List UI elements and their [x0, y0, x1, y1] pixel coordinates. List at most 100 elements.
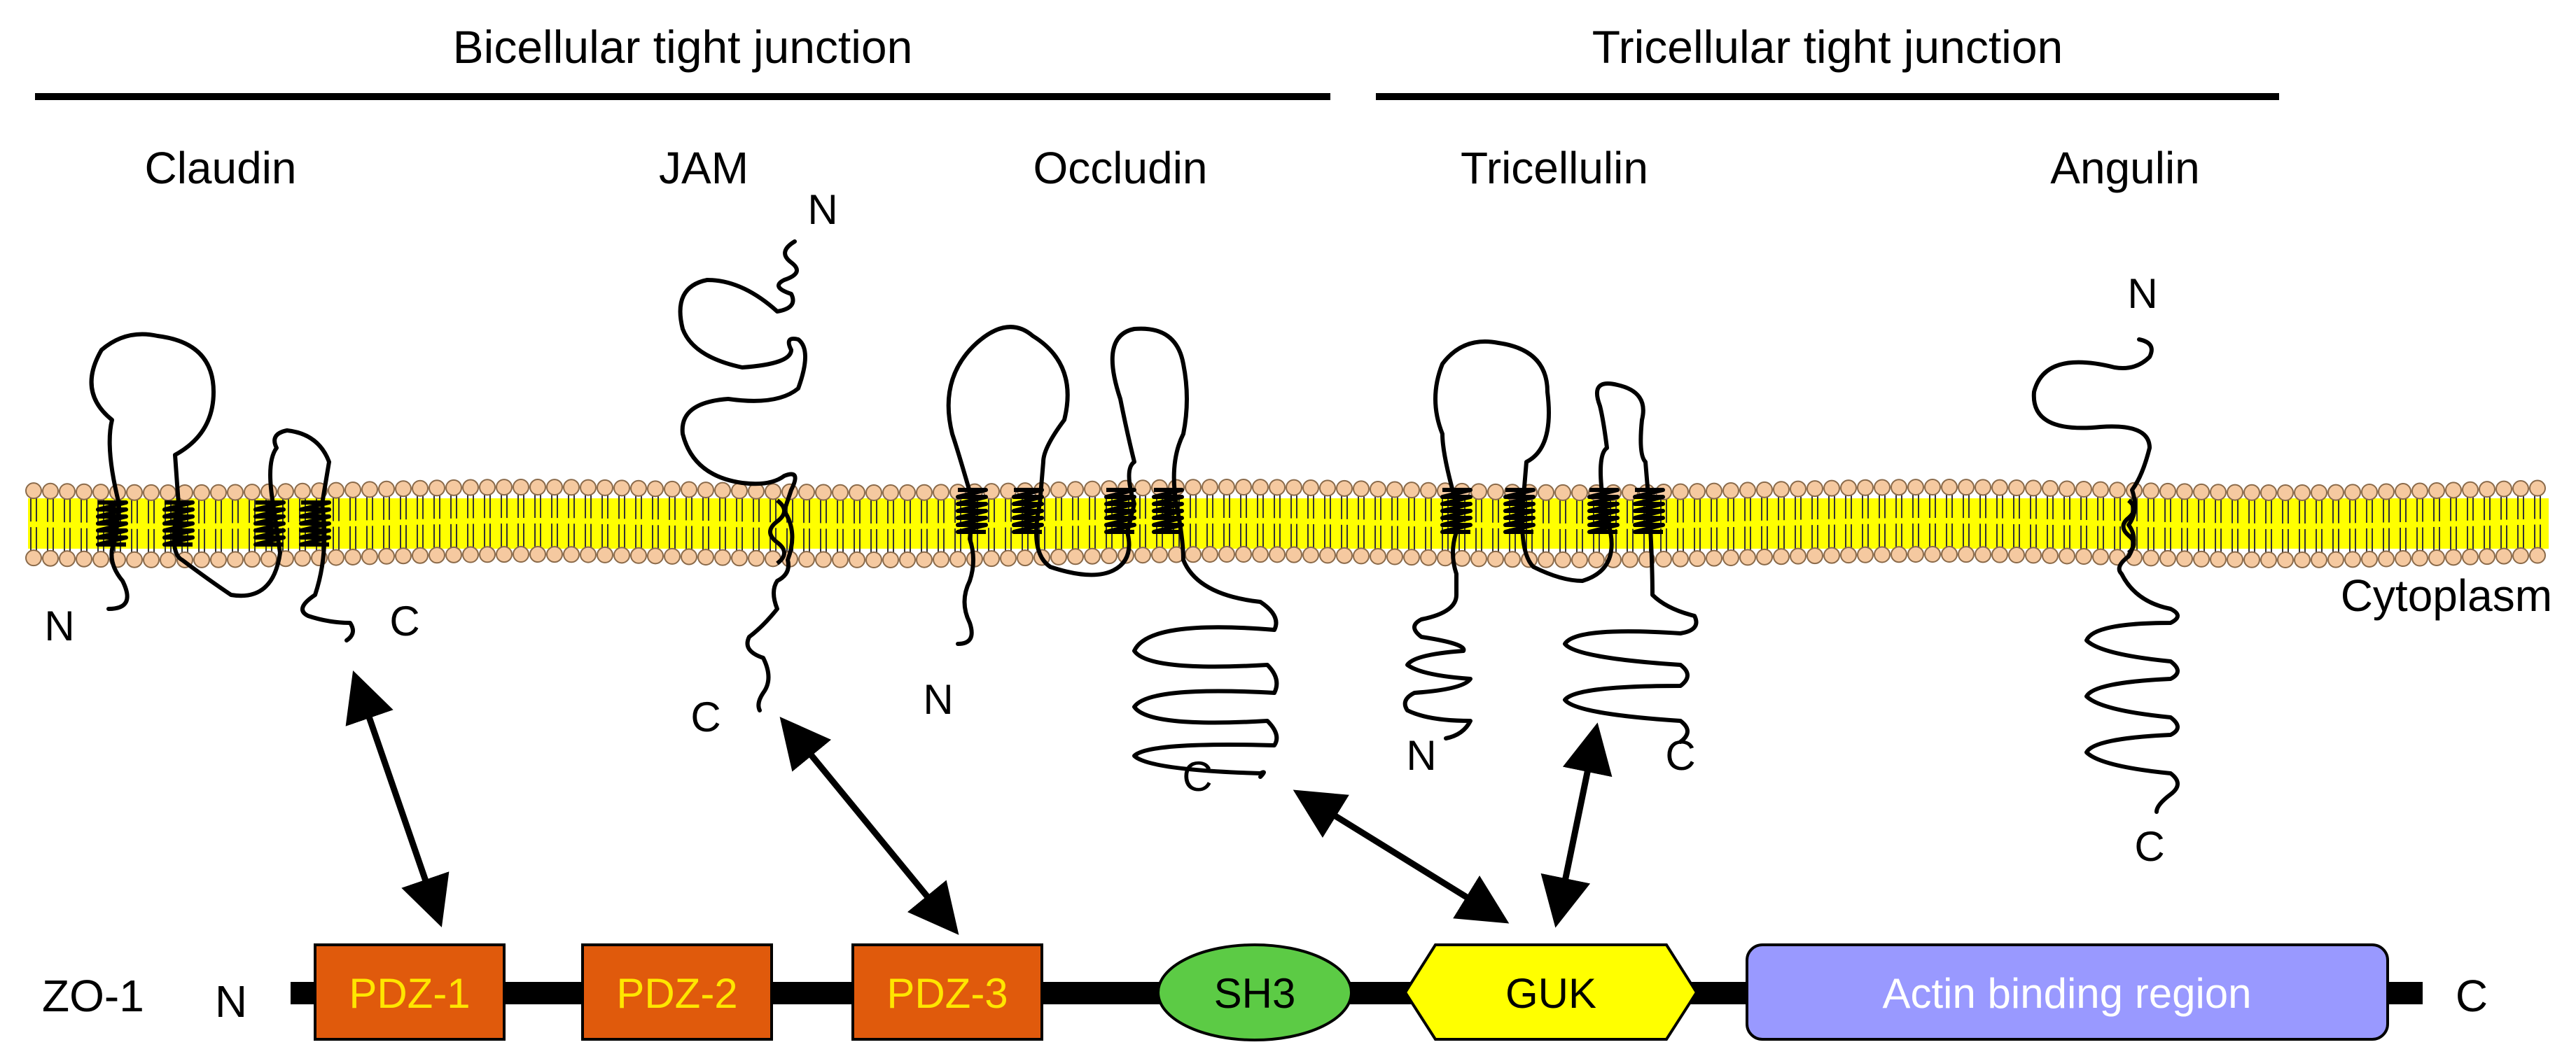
lipid-head — [916, 551, 933, 568]
lipid-head — [2260, 551, 2277, 568]
lipid-head — [1134, 479, 1151, 497]
lipid-head — [76, 483, 92, 500]
tricellulin-c-terminal: C — [1665, 732, 1695, 779]
lipid-head — [2395, 483, 2411, 500]
lipid-head — [143, 484, 160, 501]
lipid-head — [344, 548, 361, 565]
lipid-head — [42, 549, 59, 567]
lipid-head — [1252, 546, 1269, 563]
lipid-head — [1202, 479, 1218, 496]
lipid-head — [227, 484, 244, 501]
lipid-head — [748, 549, 765, 567]
lipid-head — [42, 482, 59, 500]
lipid-head — [2411, 482, 2428, 500]
lipid-head — [2445, 482, 2462, 499]
guk-label: GUK — [1505, 970, 1596, 1017]
lipid-head — [1874, 546, 1891, 563]
lipid-head — [76, 550, 92, 568]
lipid-head — [580, 479, 597, 496]
lipid-head — [697, 482, 714, 499]
occludin-n-terminal: N — [923, 676, 953, 723]
lipid-head — [25, 549, 42, 567]
lipid-head — [1218, 479, 1235, 496]
lipid-head — [1958, 479, 1975, 496]
lipid-head — [412, 479, 429, 497]
lipid-head — [1470, 483, 1487, 500]
claudin-n-terminal: N — [44, 603, 74, 649]
lipid-head — [2059, 547, 2075, 565]
lipid-head — [546, 546, 563, 563]
lipid-head — [916, 484, 933, 501]
lipid-head — [613, 547, 630, 564]
lipid-head — [563, 546, 580, 563]
lipid-head — [328, 482, 344, 499]
lipid-head — [1487, 550, 1504, 568]
lipid-head — [647, 480, 664, 498]
lipid-head — [1134, 547, 1151, 564]
lipid-head — [1672, 550, 1689, 568]
lipid-head — [832, 484, 849, 501]
lipid-head — [2008, 546, 2025, 563]
lipid-head — [1722, 482, 1739, 500]
lipid-head — [597, 479, 613, 496]
lipid-head — [2075, 548, 2092, 565]
cytoplasm-label: Cytoplasm — [2341, 570, 2552, 621]
lipid-head — [59, 550, 76, 568]
lipid-head — [244, 551, 260, 568]
lipid-head — [1050, 548, 1067, 565]
lipid-head — [1874, 479, 1891, 496]
tricellulin-label: Tricellulin — [1461, 143, 1648, 193]
lipid-head — [429, 479, 445, 497]
lipid-head — [2193, 483, 2210, 500]
lipid-head — [1319, 547, 1336, 564]
lipid-head — [92, 484, 109, 501]
lipid-head — [2025, 547, 2042, 564]
lipid-head — [2445, 549, 2462, 566]
lipid-head — [2243, 484, 2260, 501]
lipid-head — [2495, 480, 2512, 498]
lipid-head — [2193, 550, 2210, 568]
lipid-head — [2495, 547, 2512, 565]
lipid-head — [462, 546, 479, 563]
lipid-head — [193, 551, 210, 568]
lipid-bilayer — [25, 479, 2549, 568]
pdz3-domain — [851, 943, 1043, 1041]
lipid-head — [949, 551, 966, 568]
lipid-head — [2311, 551, 2327, 568]
lipid-head — [496, 479, 513, 496]
lipid-head — [1588, 551, 1605, 568]
lipid-head — [1655, 551, 1672, 568]
lipid-head — [294, 549, 311, 567]
lipid-head — [1538, 484, 1554, 501]
lipid-head — [1756, 548, 1773, 565]
lipid-head — [1084, 547, 1101, 565]
lipid-head — [865, 484, 882, 501]
lipid-head — [513, 479, 529, 496]
lipid-head — [2176, 550, 2193, 568]
lipid-head — [361, 481, 378, 498]
occludin-label: Occludin — [1033, 143, 1208, 193]
lipid-head — [1739, 482, 1756, 499]
lipid-head — [479, 546, 496, 563]
tricellulin-guk-arrow — [1540, 722, 1613, 928]
lipid-head — [2008, 479, 2025, 496]
lipid-head — [882, 484, 899, 501]
lipid-head — [2059, 480, 2075, 498]
lipid-head — [1454, 549, 1470, 567]
lipid-head — [1840, 547, 1857, 564]
lipid-head — [1185, 479, 1202, 496]
lipid-head — [1790, 547, 1806, 565]
lipid-head — [2277, 551, 2294, 568]
lipid-head — [697, 549, 714, 566]
lipid-head — [1067, 548, 1084, 565]
lipid-head — [1857, 546, 1874, 563]
lipid-head — [1084, 480, 1101, 498]
lipid-head — [798, 551, 815, 568]
lipid-head — [1202, 546, 1218, 563]
lipid-head — [580, 546, 597, 563]
lipid-head — [2042, 479, 2059, 497]
lipid-head — [1336, 479, 1353, 497]
lipid-head — [227, 551, 244, 568]
lipid-head — [1319, 479, 1336, 497]
occludin-c-terminal: C — [1182, 753, 1212, 800]
